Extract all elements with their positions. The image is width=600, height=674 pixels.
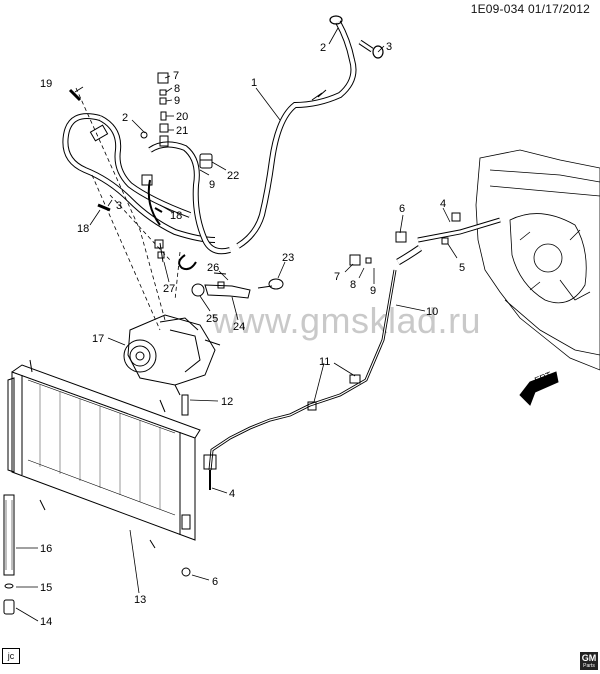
receiver-drier [3, 494, 15, 615]
callout-3: 3 [386, 41, 392, 53]
discharge-hose-loop [62, 113, 231, 271]
compressor [123, 314, 221, 396]
watermark: www.gmsklad.ru [212, 300, 482, 341]
callout-9: 9 [370, 285, 376, 297]
gm-logo: GM Parts [580, 652, 598, 670]
callout-3: 3 [116, 200, 122, 212]
leader-dashes [75, 87, 181, 331]
leader-lines [15, 27, 458, 622]
liquid-line-10 [203, 212, 501, 490]
callout-23: 23 [282, 252, 294, 264]
callout-11: 11 [319, 356, 330, 368]
front-arrow [519, 371, 559, 406]
callout-20: 20 [176, 111, 188, 123]
valve-stack [157, 72, 169, 147]
callout-2: 2 [320, 42, 326, 54]
callout-22: 22 [227, 170, 239, 182]
gm-logo-sub: Parts [583, 663, 595, 669]
callout-14: 14 [40, 616, 52, 628]
callout-6: 6 [212, 576, 218, 588]
diagram-header: 1E09-034 01/17/2012 [471, 2, 590, 16]
callout-9: 9 [209, 179, 215, 191]
callout-13: 13 [134, 594, 146, 606]
callout-10: 10 [426, 306, 438, 318]
callout-25: 25 [206, 313, 218, 325]
callout-24: 24 [233, 321, 245, 333]
callout-26: 26 [207, 262, 219, 274]
callout-17: 17 [92, 333, 104, 345]
fitting-22 [199, 153, 213, 169]
callout-4: 4 [229, 488, 235, 500]
gm-logo-text: GM [581, 653, 597, 663]
callout-1: 1 [251, 77, 257, 89]
callout-12: 12 [221, 396, 233, 408]
callout-7: 7 [334, 271, 340, 283]
callout-27: 27 [163, 283, 175, 295]
callout-18: 18 [170, 210, 182, 222]
callout-15: 15 [40, 582, 52, 594]
callout-2: 2 [122, 112, 128, 124]
callout-4: 4 [440, 198, 446, 210]
callout-9: 9 [174, 95, 180, 107]
condenser [7, 359, 201, 577]
callout-8: 8 [350, 279, 356, 291]
fasteners [68, 88, 225, 289]
callout-19: 19 [40, 78, 52, 90]
callout-7: 7 [173, 70, 179, 82]
callout-numbers: 1 2 3 2 3 4 4 5 6 6 7 7 8 8 9 9 9 10 11 … [40, 41, 553, 628]
callout-5: 5 [459, 262, 465, 274]
engine-block [475, 149, 600, 371]
corner-box: jc [2, 648, 20, 664]
callout-16: 16 [40, 543, 52, 555]
callout-8: 8 [174, 83, 180, 95]
callout-18: 18 [77, 223, 89, 235]
callout-21: 21 [176, 125, 188, 137]
callout-6: 6 [399, 203, 405, 215]
diagram-date: 01/17/2012 [527, 2, 590, 16]
suction-hose-1 [236, 15, 384, 249]
diagram-code: 1E09-034 [470, 2, 525, 16]
